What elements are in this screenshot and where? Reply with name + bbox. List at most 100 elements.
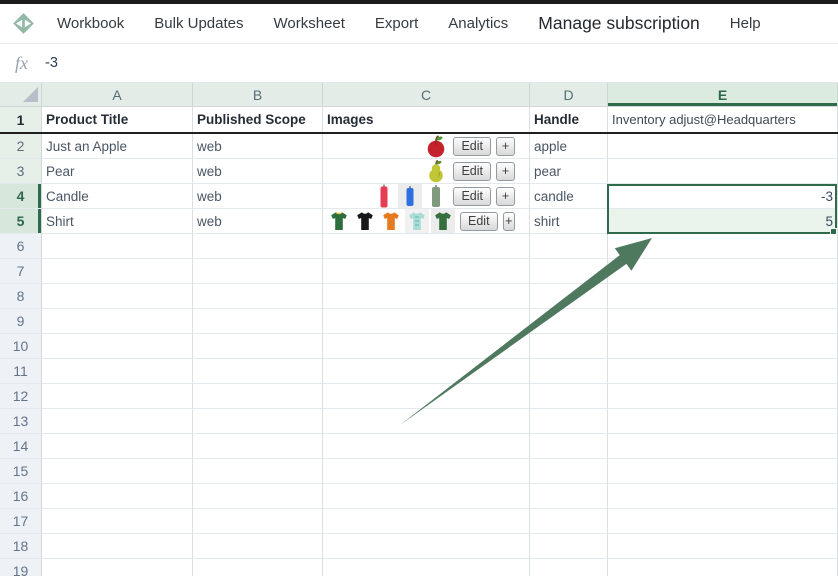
empty-cell[interactable]: [42, 484, 193, 509]
empty-cell[interactable]: [530, 559, 608, 576]
empty-cell[interactable]: [193, 334, 323, 359]
cell-d5[interactable]: shirt: [530, 209, 608, 234]
row-header[interactable]: 2: [0, 134, 42, 159]
empty-cell[interactable]: [193, 384, 323, 409]
empty-cell[interactable]: [323, 509, 530, 534]
empty-cell[interactable]: [608, 559, 838, 576]
fill-handle[interactable]: [830, 228, 837, 235]
empty-cell[interactable]: [530, 509, 608, 534]
empty-cell[interactable]: [42, 434, 193, 459]
empty-cell[interactable]: [323, 359, 530, 384]
empty-cell[interactable]: [608, 359, 838, 384]
cell-c2[interactable]: Edit +: [323, 134, 530, 159]
row-header[interactable]: 19: [0, 559, 42, 576]
empty-cell[interactable]: [42, 359, 193, 384]
cell-a2[interactable]: Just an Apple: [42, 134, 193, 159]
row-header[interactable]: 7: [0, 259, 42, 284]
cell-e2[interactable]: [608, 134, 838, 159]
select-all-corner[interactable]: [0, 83, 42, 107]
empty-cell[interactable]: [323, 384, 530, 409]
empty-cell[interactable]: [530, 459, 608, 484]
empty-cell[interactable]: [193, 509, 323, 534]
empty-cell[interactable]: [608, 509, 838, 534]
row-header[interactable]: 9: [0, 309, 42, 334]
cell-b5[interactable]: web: [193, 209, 323, 234]
row-header[interactable]: 3: [0, 159, 42, 184]
edit-images-button[interactable]: Edit: [453, 186, 491, 206]
empty-cell[interactable]: [42, 459, 193, 484]
empty-cell[interactable]: [608, 384, 838, 409]
menu-item-export[interactable]: Export: [374, 15, 419, 32]
column-header-c[interactable]: C: [323, 83, 530, 107]
empty-cell[interactable]: [323, 334, 530, 359]
cell-a5[interactable]: Shirt: [42, 209, 193, 234]
empty-cell[interactable]: [42, 409, 193, 434]
cell-a3[interactable]: Pear: [42, 159, 193, 184]
empty-cell[interactable]: [608, 434, 838, 459]
row-header[interactable]: 13: [0, 409, 42, 434]
menu-item-analytics[interactable]: Analytics: [448, 15, 509, 32]
empty-cell[interactable]: [193, 284, 323, 309]
empty-cell[interactable]: [530, 409, 608, 434]
menu-item-workbook[interactable]: Workbook: [57, 15, 125, 32]
menu-item-bulk-updates[interactable]: Bulk Updates: [154, 15, 244, 32]
empty-cell[interactable]: [323, 409, 530, 434]
empty-cell[interactable]: [530, 334, 608, 359]
empty-cell[interactable]: [323, 259, 530, 284]
empty-cell[interactable]: [608, 334, 838, 359]
row-header[interactable]: 16: [0, 484, 42, 509]
row-header[interactable]: 8: [0, 284, 42, 309]
edit-images-button[interactable]: Edit: [453, 161, 491, 181]
cell-c3[interactable]: Edit +: [323, 159, 530, 184]
empty-cell[interactable]: [42, 259, 193, 284]
empty-cell[interactable]: [193, 459, 323, 484]
menu-item-help[interactable]: Help: [729, 15, 761, 32]
cell-e5[interactable]: 5: [608, 209, 838, 234]
empty-cell[interactable]: [42, 309, 193, 334]
row-header[interactable]: 4: [0, 184, 42, 209]
empty-cell[interactable]: [608, 309, 838, 334]
cell-d1[interactable]: Handle: [530, 107, 608, 132]
empty-cell[interactable]: [530, 234, 608, 259]
empty-cell[interactable]: [193, 559, 323, 576]
row-header[interactable]: 1: [0, 107, 42, 132]
column-header-e[interactable]: E: [608, 83, 838, 107]
cell-a4[interactable]: Candle: [42, 184, 193, 209]
row-header[interactable]: 10: [0, 334, 42, 359]
column-header-a[interactable]: A: [42, 83, 193, 107]
empty-cell[interactable]: [193, 309, 323, 334]
empty-cell[interactable]: [42, 559, 193, 576]
empty-cell[interactable]: [42, 509, 193, 534]
cell-b2[interactable]: web: [193, 134, 323, 159]
empty-cell[interactable]: [530, 384, 608, 409]
add-image-button[interactable]: +: [496, 186, 515, 206]
add-image-button[interactable]: +: [502, 211, 515, 231]
empty-cell[interactable]: [608, 409, 838, 434]
row-header[interactable]: 11: [0, 359, 42, 384]
empty-cell[interactable]: [530, 484, 608, 509]
empty-cell[interactable]: [608, 259, 838, 284]
empty-cell[interactable]: [530, 434, 608, 459]
empty-cell[interactable]: [608, 534, 838, 559]
empty-cell[interactable]: [530, 259, 608, 284]
empty-cell[interactable]: [193, 259, 323, 284]
menu-item-worksheet[interactable]: Worksheet: [273, 15, 345, 32]
column-header-b[interactable]: B: [193, 83, 323, 107]
empty-cell[interactable]: [608, 459, 838, 484]
empty-cell[interactable]: [323, 234, 530, 259]
empty-cell[interactable]: [530, 359, 608, 384]
menu-item-manage-subscription[interactable]: Manage subscription: [538, 13, 700, 33]
row-header[interactable]: 18: [0, 534, 42, 559]
empty-cell[interactable]: [323, 484, 530, 509]
cell-b4[interactable]: web: [193, 184, 323, 209]
row-header[interactable]: 6: [0, 234, 42, 259]
empty-cell[interactable]: [42, 284, 193, 309]
empty-cell[interactable]: [42, 234, 193, 259]
empty-cell[interactable]: [323, 309, 530, 334]
empty-cell[interactable]: [608, 484, 838, 509]
empty-cell[interactable]: [193, 234, 323, 259]
cell-b3[interactable]: web: [193, 159, 323, 184]
cell-d2[interactable]: apple: [530, 134, 608, 159]
row-header[interactable]: 17: [0, 509, 42, 534]
column-header-d[interactable]: D: [530, 83, 608, 107]
